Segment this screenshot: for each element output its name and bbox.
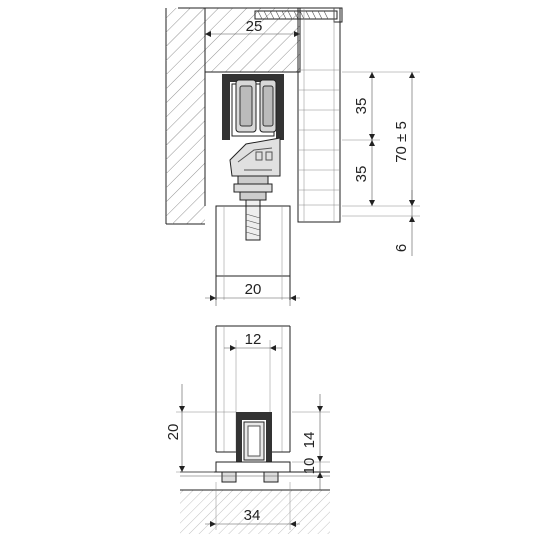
cover-panel <box>297 7 341 223</box>
dim-label-14: 14 <box>301 432 318 449</box>
dim-door-width: 20 <box>205 281 300 306</box>
dim-label-6: 6 <box>393 244 410 252</box>
door-leaf-top <box>215 205 291 300</box>
carriage-bracket <box>229 137 281 177</box>
dim-label-25: 25 <box>246 18 263 35</box>
floor-guide <box>215 412 291 483</box>
dim-guide-depth: 20 <box>165 384 236 473</box>
dim-label-10: 10 <box>301 458 318 475</box>
dim-label-20-depth: 20 <box>165 424 182 441</box>
dim-floor-gap: 14 10 <box>292 394 330 490</box>
dim-wall-rail: 25 <box>205 18 300 37</box>
dim-floor-guide-width: 34 <box>205 482 300 530</box>
dim-label-34: 34 <box>244 507 261 524</box>
dim-vertical-right: 35 35 70 ± 5 6 <box>342 71 420 256</box>
suspension-bolt <box>233 175 273 241</box>
dim-label-20-width: 20 <box>245 281 262 298</box>
dim-label-12: 12 <box>245 331 262 348</box>
dim-label-35-lower: 35 <box>353 166 370 183</box>
dim-label-70: 70 ± 5 <box>393 121 410 163</box>
dim-label-35-upper: 35 <box>353 98 370 115</box>
door-leaf-bottom <box>215 325 291 453</box>
floor <box>180 471 330 534</box>
top-rail <box>222 74 284 140</box>
mounting-screw <box>254 7 343 23</box>
